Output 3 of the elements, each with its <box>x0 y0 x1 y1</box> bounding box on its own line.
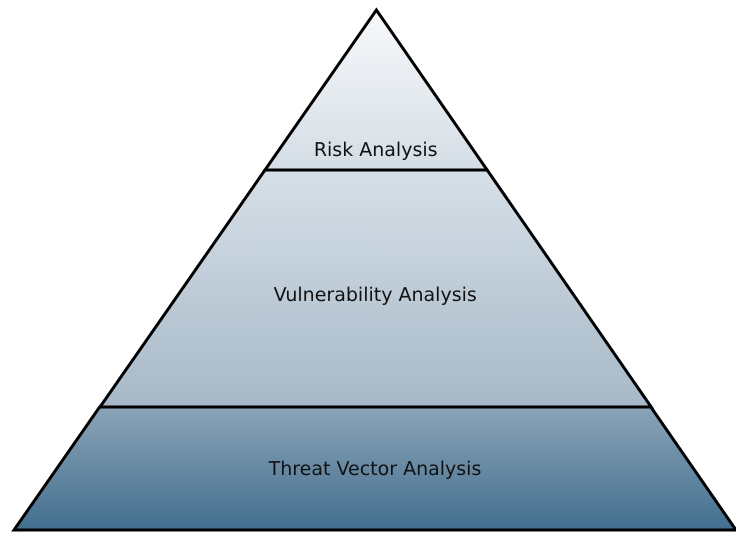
tier-label: Threat Vector Analysis <box>268 458 482 480</box>
tier-label: Risk Analysis <box>314 139 438 161</box>
tier-label: Vulnerability Analysis <box>274 284 477 306</box>
